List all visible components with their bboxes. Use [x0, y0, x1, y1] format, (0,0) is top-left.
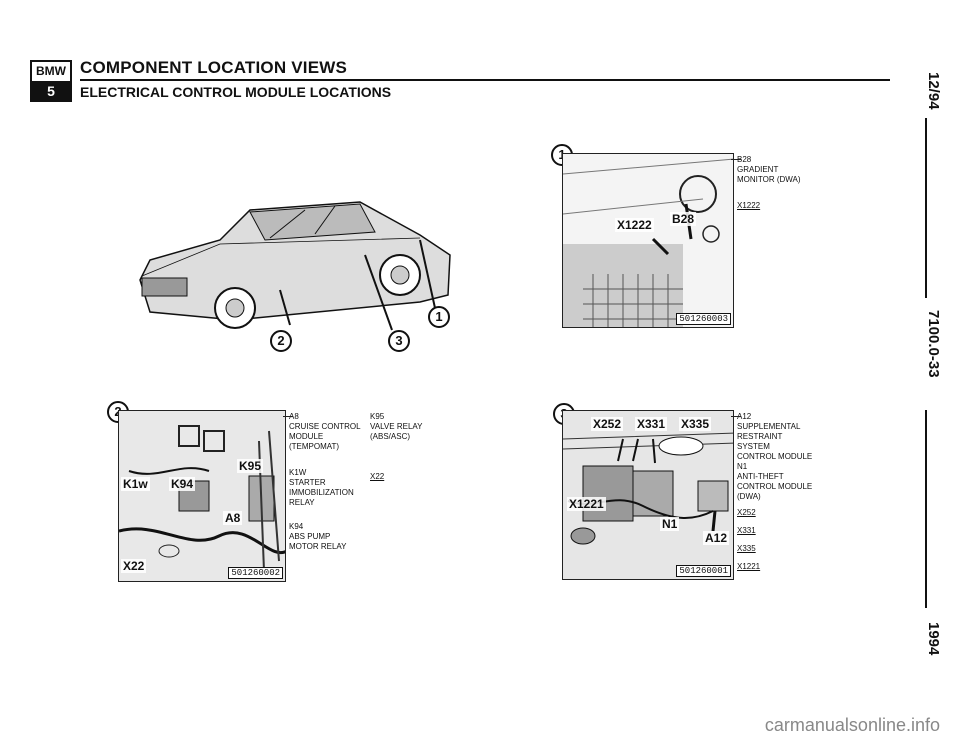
car-callout-1: 1 [428, 306, 450, 328]
view2-legend-a8: A8 CRUISE CONTROL MODULE (TEMPOMAT) [289, 412, 361, 451]
view2-legend-col1: A8 CRUISE CONTROL MODULE (TEMPOMAT) K1w … [283, 412, 364, 552]
view2-legend-k95: K95 VALVE RELAY (ABS/ASC) [370, 412, 423, 441]
view1-legend-x1222: X1222 [737, 201, 761, 210]
view2-label-x22: X22 [121, 559, 147, 573]
car-callout-2: 2 [270, 330, 292, 352]
view3-legend-x252: X252 [737, 508, 756, 517]
car-illustration [139, 201, 451, 331]
view2-illustration [119, 411, 285, 581]
side-rule-1 [925, 118, 927, 298]
view2-legend-x22: X22 [370, 472, 385, 481]
view1-label-x1222: X1222 [615, 218, 654, 232]
side-rule-2 [925, 410, 927, 608]
view3-legend-tick [731, 416, 741, 417]
view3-label-x1221: X1221 [567, 497, 606, 511]
view3-label-x335: X335 [679, 417, 712, 431]
view3-label-x331: X331 [635, 417, 668, 431]
bmw-logo: BMW 5 [30, 60, 72, 102]
view3-legend-x331: X331 [737, 526, 756, 535]
car-overview: 2 3 1 [130, 180, 470, 355]
logo-series: 5 [32, 83, 70, 100]
view3-label-n1: N1 [660, 517, 680, 531]
view2-label-k1w: K1w [121, 477, 150, 491]
side-page-number: 7100.0-33 [925, 310, 942, 378]
page-title: COMPONENT LOCATION VIEWS [80, 58, 348, 77]
view3-illustration [563, 411, 733, 579]
view3-label-a12: A12 [703, 531, 730, 545]
view2-label-k95: K95 [237, 459, 264, 473]
side-year: 1994 [925, 622, 942, 656]
view1-photo: B28 X1222 501260003 [562, 153, 734, 328]
view2-figure-code: 501260002 [228, 567, 283, 579]
header-rule [80, 79, 890, 81]
view2-label-a8: A8 [223, 511, 243, 525]
view3-legend-x1221: X1221 [737, 562, 761, 571]
view3-label-x252: X252 [591, 417, 624, 431]
view1-figure-code: 501260003 [676, 313, 731, 325]
view2-legend-col2: K95 VALVE RELAY (ABS/ASC) X22 [370, 412, 440, 482]
view2-legend-k94: K94 ABS PUMP MOTOR RELAY [289, 522, 347, 551]
view1-label-b28: B28 [670, 212, 697, 226]
view2-legend-tick [283, 416, 293, 417]
view2-legend-k1w: K1w STARTER IMMOBILIZATION RELAY [289, 468, 354, 507]
side-date: 12/94 [925, 72, 942, 110]
car-callout-3: 3 [388, 330, 410, 352]
view3-figure-code: 501260001 [676, 565, 731, 577]
view3-legend-a12: A12 SUPPLEMENTAL RESTRAINT SYSTEM CONTRO… [737, 412, 813, 461]
view1-legend: B28 GRADIENT MONITOR (DWA) X1222 [731, 155, 847, 211]
view3-legend-n1: N1 ANTI-THEFT CONTROL MODULE (DWA) [737, 462, 813, 501]
page-subtitle: ELECTRICAL CONTROL MODULE LOCATIONS [80, 84, 392, 100]
view3-legend: A12 SUPPLEMENTAL RESTRAINT SYSTEM CONTRO… [731, 412, 847, 572]
view1-legend-b28: B28 GRADIENT MONITOR (DWA) [737, 155, 801, 184]
view2-photo: K95 K1w K94 A8 X22 501260002 [118, 410, 286, 582]
view1-legend-tick [731, 159, 741, 160]
view3-photo: X252 X331 X335 X1221 N1 A12 501260001 [562, 410, 734, 580]
logo-brand: BMW [32, 62, 70, 83]
watermark: carmanualsonline.info [764, 715, 940, 735]
view1-illustration [563, 158, 733, 327]
view2-label-k94: K94 [169, 477, 196, 491]
view3-legend-x335: X335 [737, 544, 756, 553]
